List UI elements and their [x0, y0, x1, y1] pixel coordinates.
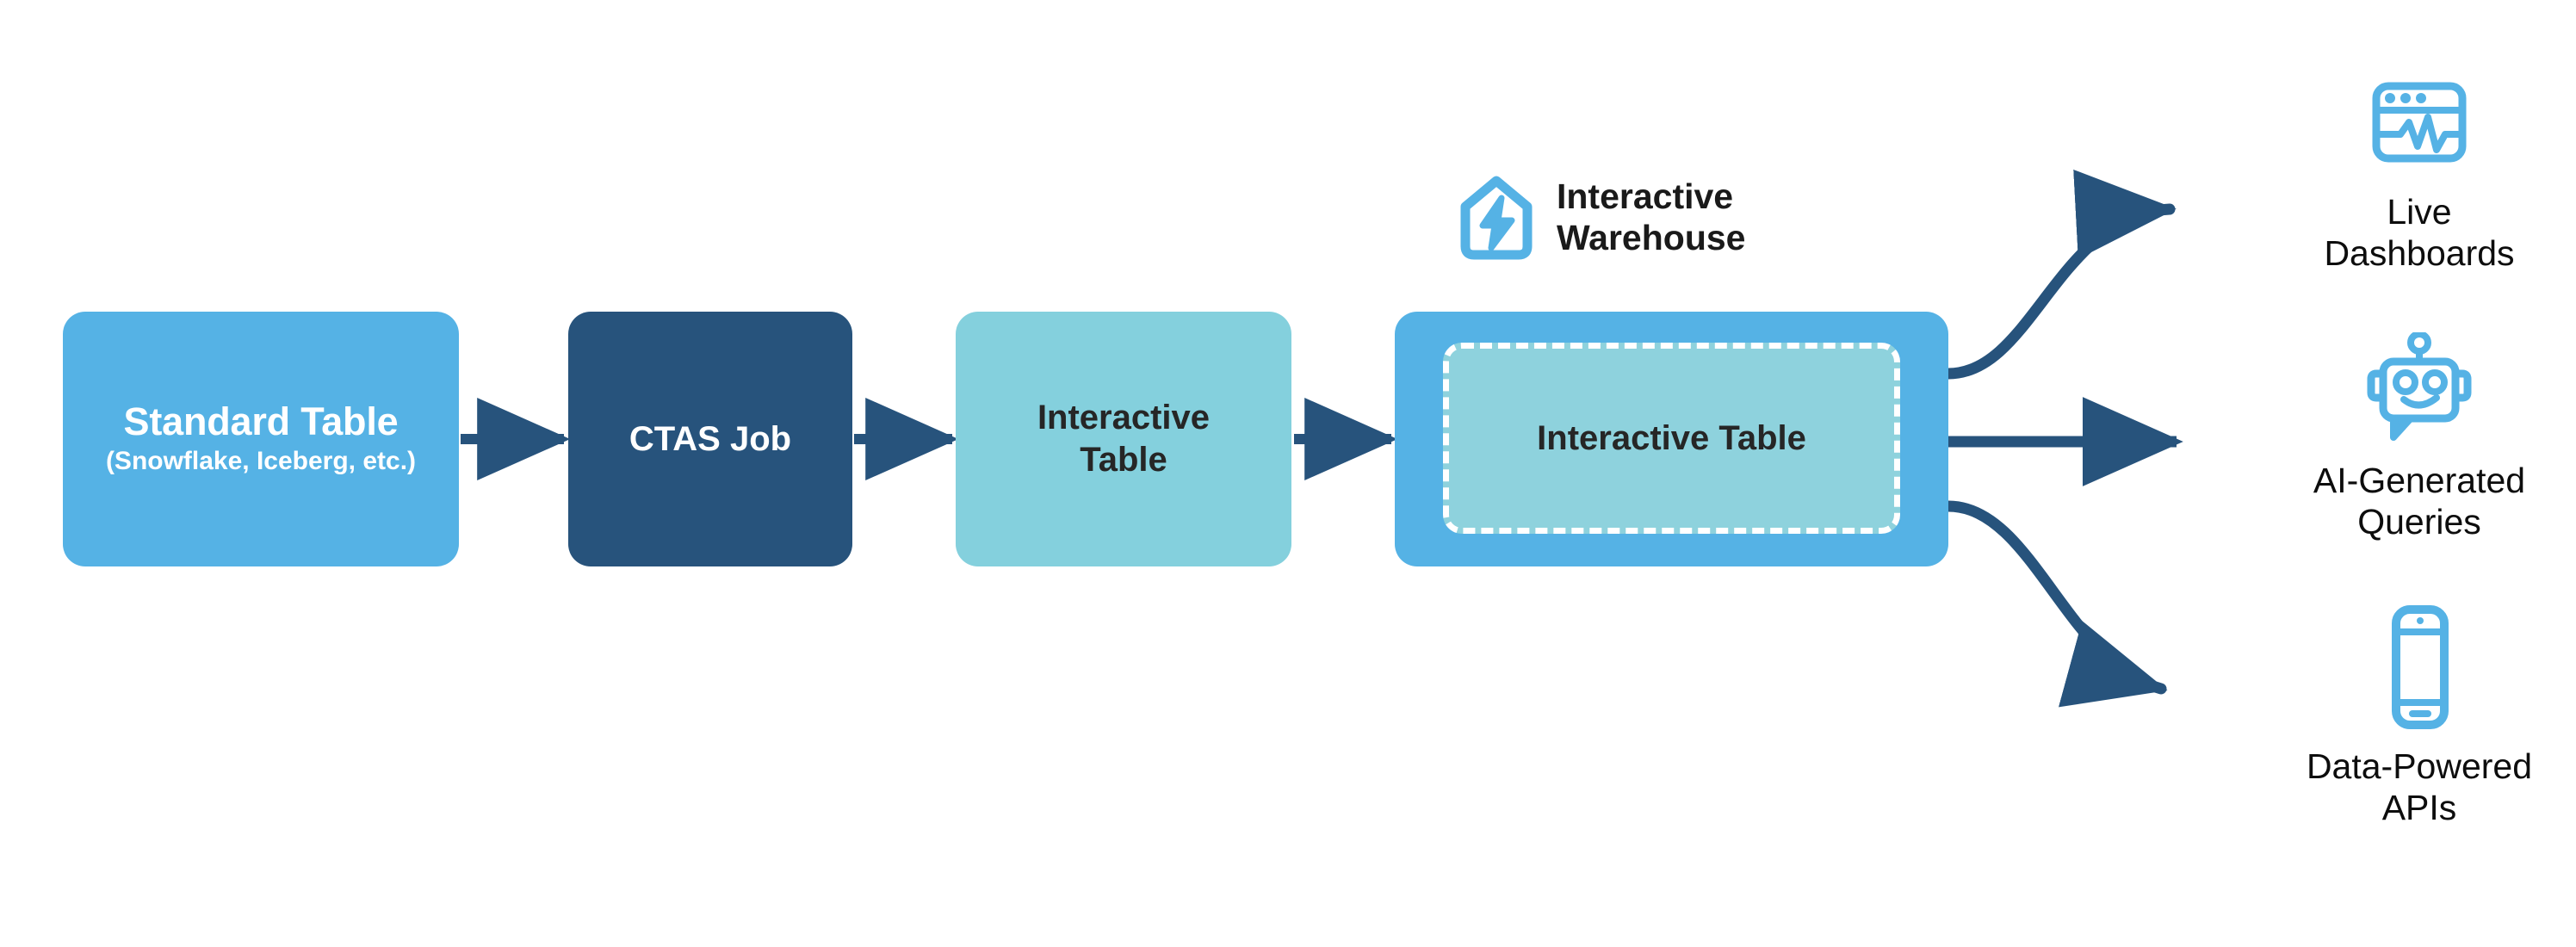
node-standard-table[interactable]: Standard Table (Snowflake, Iceberg, etc.…: [63, 312, 459, 566]
data-powered-apis-label: Data-Powered APIs: [2306, 746, 2533, 827]
ctas-job-title: CTAS Job: [629, 419, 792, 458]
node-ctas-job[interactable]: CTAS Job: [568, 312, 852, 566]
standard-table-subtitle: (Snowflake, Iceberg, etc.): [105, 447, 417, 476]
ai-generated-queries-label: AI-Generated Queries: [2313, 461, 2526, 542]
warehouse-header: Interactive Warehouse: [1455, 169, 1745, 265]
dashboard-window-icon: [2364, 67, 2474, 182]
arrow-warehouse-to-live-dashboards: [1942, 170, 2177, 380]
node-interactive-table[interactable]: Interactive Table: [956, 312, 1291, 566]
live-dashboards-label: Live Dashboards: [2324, 192, 2515, 273]
mobile-phone-icon: [2374, 603, 2465, 736]
output-live-dashboards[interactable]: Live Dashboards: [2264, 67, 2574, 274]
output-data-powered-apis[interactable]: Data-Powered APIs: [2264, 603, 2574, 828]
warehouse-label: Interactive Warehouse: [1557, 176, 1746, 257]
robot-chat-icon: [2359, 331, 2480, 450]
arrow-warehouse-to-data-powered-apis: [1942, 500, 2168, 708]
interactive-table-title: Interactive Table: [1037, 399, 1211, 479]
standard-table-title: Standard Table: [123, 399, 399, 444]
node-warehouse-interactive-table[interactable]: Interactive Table: [1443, 343, 1900, 534]
warehouse-bolt-icon: [1455, 169, 1538, 265]
warehouse-interactive-table-title: Interactive Table: [1537, 418, 1806, 457]
output-ai-generated-queries[interactable]: AI-Generated Queries: [2264, 331, 2574, 542]
